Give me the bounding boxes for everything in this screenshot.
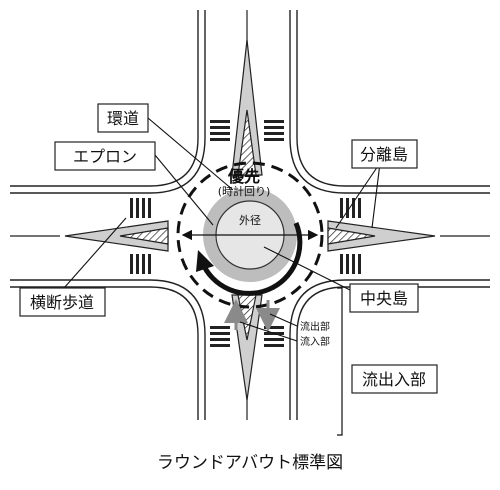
crosswalk-label-box <box>19 287 106 317</box>
leader-lines <box>63 117 381 342</box>
circulatory-road-label-box <box>97 103 149 133</box>
apron-label-box <box>54 141 156 171</box>
flow-arrows <box>224 299 280 332</box>
central-island-label-box <box>349 283 419 313</box>
circulatory-road-label: 環道 <box>107 109 139 128</box>
entry-lane-label: 流入部 <box>300 335 330 348</box>
outer-diameter-label: 外径 <box>239 214 261 227</box>
exit-lane-label: 流出部 <box>300 320 330 333</box>
entry-exit-label: 流出入部 <box>362 370 426 389</box>
splitter-island-label-box <box>351 139 418 169</box>
diagram-caption: ラウンドアバウト標準図 <box>157 453 343 473</box>
circulation-arrowhead <box>196 250 214 272</box>
clockwise-label: (時計回り) <box>218 184 271 198</box>
central-island-label: 中央島 <box>360 289 408 308</box>
crosswalk-label: 横断歩道 <box>30 293 94 312</box>
circulatory-ring <box>176 161 324 309</box>
road-edges <box>10 10 490 420</box>
section-bracket <box>337 287 343 436</box>
splitter-island-label: 分離島 <box>360 145 408 164</box>
entry-exit-label-box <box>351 364 438 394</box>
priority-label: 優先 <box>227 167 260 186</box>
apron-label: エプロン <box>73 147 137 166</box>
circulation-arrow <box>199 222 303 296</box>
